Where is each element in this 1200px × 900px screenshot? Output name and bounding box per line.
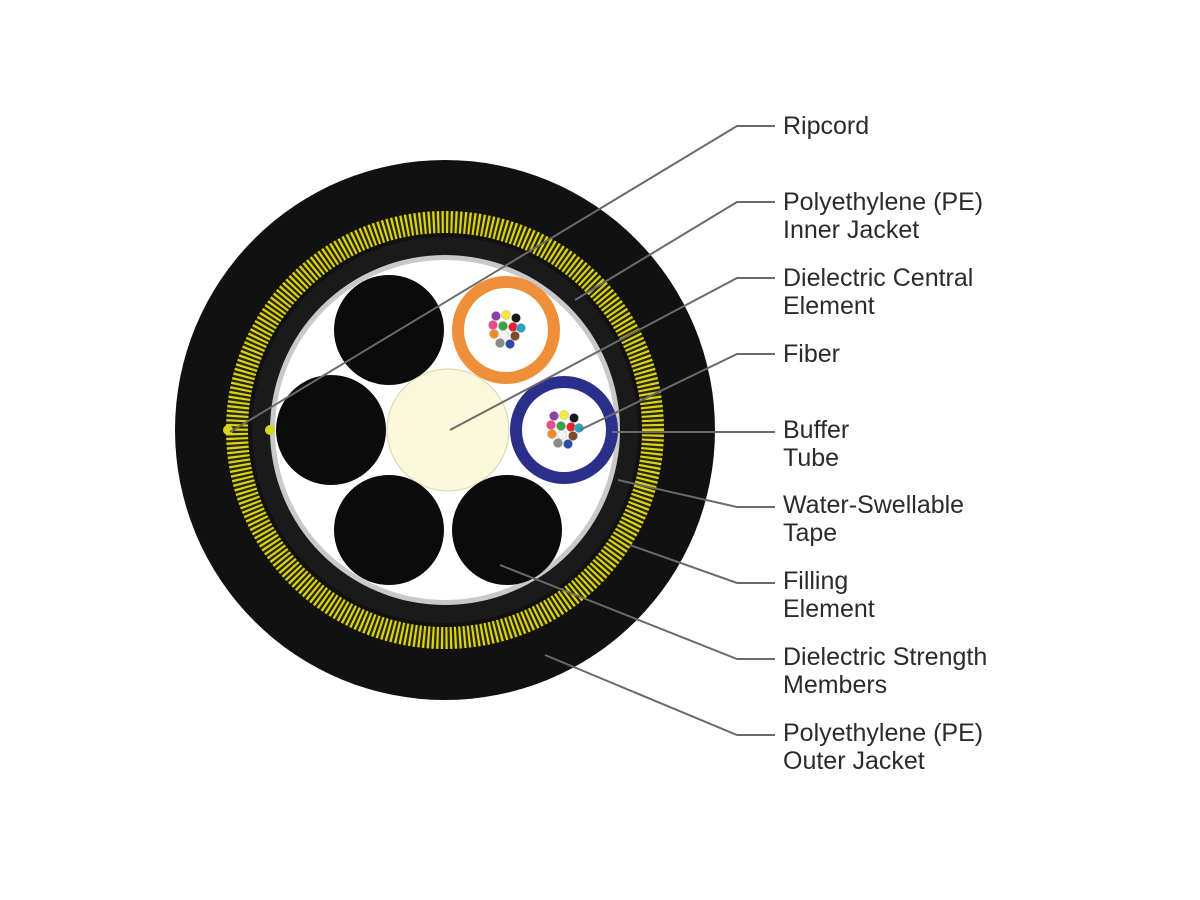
label-central-element-line: Element bbox=[783, 292, 875, 320]
fiber bbox=[557, 430, 567, 440]
label-inner-jacket: Polyethylene (PE)Inner Jacket bbox=[783, 188, 983, 244]
label-filling-element-line: Filling bbox=[783, 567, 848, 595]
leader-line-central-element bbox=[449, 277, 775, 431]
fiber bbox=[510, 331, 520, 341]
label-buffer-tube-line: Buffer bbox=[783, 416, 849, 444]
fiber bbox=[553, 438, 563, 448]
fiber bbox=[556, 421, 566, 431]
fiber bbox=[559, 410, 569, 420]
label-water-swellable-tape-line: Water-Swellable bbox=[783, 491, 964, 519]
filling-element bbox=[334, 275, 444, 385]
fiber bbox=[563, 439, 573, 449]
label-outer-jacket-line: Polyethylene (PE) bbox=[783, 719, 983, 747]
fiber bbox=[489, 329, 499, 339]
label-ripcord-line: Ripcord bbox=[783, 112, 869, 140]
fiber bbox=[547, 429, 557, 439]
leader-line-filling-element bbox=[629, 544, 775, 584]
filling-element bbox=[276, 375, 386, 485]
fiber bbox=[569, 413, 579, 423]
central-element bbox=[386, 368, 510, 492]
label-water-swellable-tape-line: Tape bbox=[783, 519, 837, 547]
label-outer-jacket-line: Outer Jacket bbox=[783, 747, 925, 775]
label-inner-jacket-line: Polyethylene (PE) bbox=[783, 188, 983, 216]
filling-element bbox=[334, 475, 444, 585]
leader-line-outer-jacket bbox=[544, 654, 775, 736]
fiber bbox=[566, 422, 576, 432]
buffer-tube-interior bbox=[464, 288, 548, 372]
cable-cross-section bbox=[175, 160, 715, 700]
fiber bbox=[488, 320, 498, 330]
fiber bbox=[516, 323, 526, 333]
label-fiber: Fiber bbox=[783, 340, 840, 368]
filling-element bbox=[452, 475, 562, 585]
leader-lines bbox=[229, 125, 775, 736]
fiber bbox=[499, 330, 509, 340]
fiber bbox=[495, 338, 505, 348]
buffer-tube-interior bbox=[522, 388, 606, 472]
fiber bbox=[501, 310, 511, 320]
leader-line-water-swellable-tape bbox=[617, 479, 775, 508]
label-central-element-line: Dielectric Central bbox=[783, 264, 973, 292]
fiber bbox=[498, 321, 508, 331]
leader-line-fiber bbox=[579, 353, 775, 431]
fiber bbox=[568, 431, 578, 441]
leader-line-ripcord bbox=[229, 125, 775, 433]
label-strength-members-line: Members bbox=[783, 671, 887, 699]
fiber bbox=[511, 313, 521, 323]
ripcord-dot bbox=[265, 425, 275, 435]
leader-line-strength-members bbox=[499, 564, 775, 660]
leader-line-inner-jacket bbox=[574, 201, 775, 301]
label-inner-jacket-line: Inner Jacket bbox=[783, 216, 919, 244]
label-filling-element-line: Element bbox=[783, 595, 875, 623]
fiber bbox=[508, 322, 518, 332]
fiber bbox=[549, 411, 559, 421]
dielectric-strength-members-ring bbox=[226, 211, 664, 649]
label-buffer-tube-line: Tube bbox=[783, 444, 839, 472]
fiber bbox=[491, 311, 501, 321]
label-strength-members-line: Dielectric Strength bbox=[783, 643, 987, 671]
label-outer-jacket: Polyethylene (PE)Outer Jacket bbox=[783, 719, 983, 775]
label-fiber-line: Fiber bbox=[783, 340, 840, 368]
fiber bbox=[546, 420, 556, 430]
core-elements bbox=[276, 275, 618, 585]
fiber bbox=[505, 339, 515, 349]
label-ripcord: Ripcord bbox=[783, 112, 869, 140]
